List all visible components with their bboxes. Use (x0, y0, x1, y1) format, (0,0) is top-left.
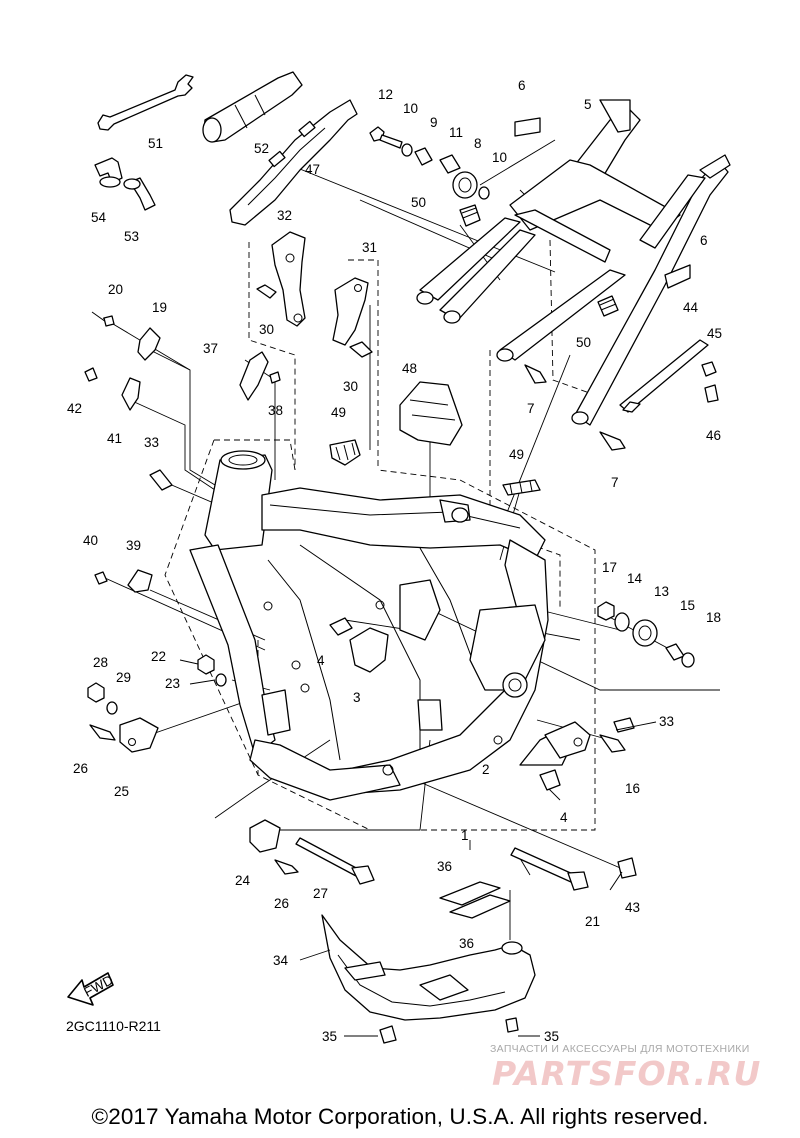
callout-43: 43 (625, 900, 640, 915)
lower-hardware (249, 819, 637, 891)
callout-6: 6 (518, 78, 526, 93)
watermark-logo: PARTSFOR.RU (492, 1054, 762, 1093)
callout-16: 16 (625, 781, 640, 796)
callout-33-b: 33 (659, 714, 674, 729)
callout-26: 26 (73, 761, 88, 776)
callout-20: 20 (108, 282, 123, 297)
callout-36-b: 36 (459, 936, 474, 951)
callout-11: 11 (449, 125, 463, 140)
subframe (416, 99, 731, 426)
callout-46: 46 (706, 428, 721, 443)
fwd-arrow-icon: FWD (67, 972, 116, 1006)
callout-7-b: 7 (611, 475, 619, 490)
copyright-notice: ©2017 Yamaha Motor Corporation, U.S.A. A… (91, 1104, 709, 1129)
subframe-hardware (369, 117, 719, 451)
callout-52: 52 (254, 141, 269, 156)
callout-47: 47 (305, 162, 320, 177)
callout-9: 9 (430, 115, 438, 130)
callout-51: 51 (148, 136, 163, 151)
callout-3: 3 (353, 690, 361, 705)
callout-49-b: 49 (509, 447, 524, 462)
callout-21: 21 (585, 914, 600, 929)
callout-30-b: 30 (343, 379, 358, 394)
parts-tools (94, 71, 358, 226)
callout-labels: 51 52 47 54 53 12 10 9 11 8 10 6 5 50 32… (67, 78, 722, 1044)
callout-48: 48 (402, 361, 417, 376)
callout-24: 24 (235, 873, 251, 888)
main-frame (189, 450, 549, 801)
callout-37: 37 (203, 341, 218, 356)
callout-8: 8 (474, 136, 482, 151)
callout-38: 38 (268, 403, 283, 418)
callout-28: 28 (93, 655, 108, 670)
callout-49: 49 (331, 405, 346, 420)
callout-53: 53 (124, 229, 139, 244)
callout-2: 2 (482, 762, 490, 777)
callout-25: 25 (114, 784, 129, 799)
callout-ticks (179, 659, 657, 1037)
callout-17: 17 (602, 560, 617, 575)
callout-23: 23 (165, 676, 180, 691)
callout-30: 30 (259, 322, 274, 337)
callout-40: 40 (83, 533, 98, 548)
callout-33: 33 (144, 435, 159, 450)
engine-brackets (329, 617, 635, 791)
callout-10: 10 (403, 101, 418, 116)
callout-54: 54 (91, 210, 107, 225)
callout-39: 39 (126, 538, 141, 553)
drawing-code: 2GC1110-R211 (66, 1018, 161, 1034)
callout-14: 14 (627, 571, 643, 586)
callout-4: 4 (317, 653, 325, 668)
callout-44: 44 (683, 300, 699, 315)
callout-34: 34 (273, 953, 289, 968)
callout-5: 5 (584, 97, 592, 112)
callout-22: 22 (151, 649, 166, 664)
callout-29: 29 (116, 670, 131, 685)
callout-1: 1 (461, 828, 469, 843)
callout-4-b: 4 (560, 810, 568, 825)
callout-41: 41 (107, 431, 122, 446)
front-engine-mount (87, 654, 227, 753)
callout-10-b: 10 (492, 150, 507, 165)
callout-19: 19 (152, 300, 167, 315)
pivot-hardware (597, 601, 695, 668)
callout-35: 35 (322, 1029, 337, 1044)
callout-18: 18 (706, 610, 721, 625)
watermark-tagline: ЗАПЧАСТИ И АКСЕССУАРЫ ДЛЯ МОТОТЕХНИКИ (490, 1043, 750, 1055)
callout-13: 13 (654, 584, 669, 599)
callout-27: 27 (313, 886, 328, 901)
callout-36: 36 (437, 859, 452, 874)
fwd-label: FWD (81, 972, 115, 1000)
callout-35-b: 35 (544, 1029, 559, 1044)
callout-50: 50 (411, 195, 426, 210)
callout-26-b: 26 (274, 896, 289, 911)
callout-15: 15 (680, 598, 695, 613)
callout-42: 42 (67, 401, 82, 416)
callout-32: 32 (277, 208, 292, 223)
callout-12: 12 (378, 87, 393, 102)
skid-plate (321, 881, 536, 1044)
callout-50-b: 50 (576, 335, 591, 350)
callout-7: 7 (527, 401, 535, 416)
callout-6-b: 6 (700, 233, 708, 248)
callout-31: 31 (362, 240, 377, 255)
brackets (84, 231, 541, 593)
callout-45: 45 (707, 326, 722, 341)
